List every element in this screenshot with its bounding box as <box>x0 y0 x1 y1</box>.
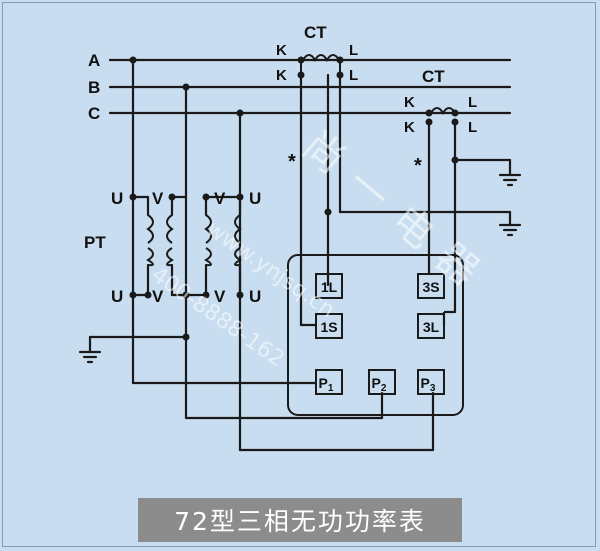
terminal-3s <box>417 273 445 299</box>
phase-c-label: C <box>88 104 100 123</box>
terminal-p3-label: P3 <box>421 375 436 394</box>
junction-dots <box>129 56 459 341</box>
ct2-l-top: L <box>468 94 477 111</box>
polarity-mark-ct1: * <box>288 151 296 173</box>
ct1-l-bottom: L <box>349 67 358 84</box>
pt-top-v-left: V <box>152 189 164 208</box>
caption-text: 72型三相无功功率表 <box>174 507 426 536</box>
pt-top-v-right: V <box>214 189 226 208</box>
terminal-1l-label: 1L <box>321 279 338 295</box>
ct1-k-top: K <box>276 42 287 59</box>
ct1-l-top: L <box>349 42 358 59</box>
polarity-mark-ct2: * <box>414 155 422 177</box>
terminal-p1-label: P1 <box>319 375 334 394</box>
pt-bottom-v-left: V <box>152 287 164 306</box>
pt-bottom-u-right: U <box>249 287 261 306</box>
ct2-k-bottom: K <box>404 119 415 136</box>
pt-top-u-left: U <box>111 189 123 208</box>
ct2-title: CT <box>422 67 445 86</box>
terminal-1l <box>315 273 343 299</box>
pt-bottom-v-right: V <box>214 287 226 306</box>
terminal-1s <box>315 313 343 339</box>
terminal-3s-label: 3S <box>422 279 439 295</box>
ct2-coil <box>430 107 456 115</box>
phase-b-label: B <box>88 78 100 97</box>
terminal-p1 <box>315 369 343 395</box>
meter-box <box>287 254 464 416</box>
ct2-l-bottom: L <box>468 119 477 136</box>
terminal-1s-label: 1S <box>320 319 337 335</box>
pt-top-u-right: U <box>249 189 261 208</box>
pt-coils <box>146 214 242 267</box>
outer-frame <box>2 2 596 547</box>
terminal-p2 <box>368 369 396 395</box>
ct2-k-top: K <box>404 94 415 111</box>
pt-label: PT <box>84 233 106 252</box>
ct1-k-bottom: K <box>276 67 287 84</box>
ct1-title: CT <box>304 23 327 42</box>
caption-bar: 72型三相无功功率表 <box>138 498 462 542</box>
terminal-p2-label: P2 <box>372 375 387 394</box>
terminal-p3 <box>417 369 445 395</box>
ct1-coil <box>300 54 341 75</box>
terminal-3l-label: 3L <box>423 319 440 335</box>
phase-a-label: A <box>88 51 100 70</box>
pt-bottom-u-left: U <box>111 287 123 306</box>
